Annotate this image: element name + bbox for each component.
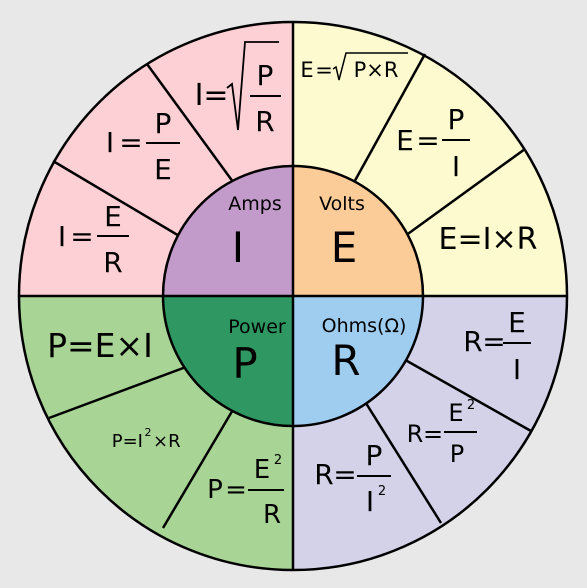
current-symbol: I <box>232 223 244 272</box>
svg-text:2: 2 <box>467 398 475 413</box>
svg-text:R: R <box>407 420 424 448</box>
svg-text:2: 2 <box>274 453 282 468</box>
sqrt-sign-icon <box>226 41 279 131</box>
formula-resistance-e2-over-p: R = E 2 P <box>407 398 477 468</box>
svg-text:P: P <box>257 59 274 92</box>
svg-text:R: R <box>263 500 281 530</box>
formula-voltage-i-times-r: E=I×R <box>439 222 538 257</box>
resistance-name: Ohms(Ω) <box>322 315 407 337</box>
svg-text:P×R: P×R <box>354 58 399 82</box>
svg-text:P: P <box>155 107 172 140</box>
svg-text:P=I: P=I <box>112 431 143 452</box>
svg-text:I: I <box>452 150 460 183</box>
voltage-symbol: E <box>331 223 358 272</box>
svg-text:R: R <box>255 105 274 138</box>
svg-text:E: E <box>300 58 313 82</box>
svg-text:R: R <box>314 458 333 491</box>
svg-text:=: = <box>119 126 142 159</box>
formula-resistance-p-over-i2: R = P I 2 <box>314 439 391 518</box>
formula-current-p-over-e: I = P E <box>106 107 180 186</box>
sector-dividers <box>48 53 532 529</box>
resistance-symbol: R <box>331 336 360 385</box>
svg-text:=: = <box>70 220 93 253</box>
svg-text:I: I <box>106 126 114 159</box>
svg-text:=: = <box>203 78 228 113</box>
svg-text:I: I <box>366 485 374 518</box>
formula-power-e-times-i: P=E×I <box>47 326 153 365</box>
power-inner-quadrant <box>163 296 293 426</box>
formula-voltage-sqrt: E = P×R <box>300 52 408 82</box>
svg-text:E: E <box>396 124 414 157</box>
svg-text:×R: ×R <box>153 431 181 452</box>
formula-voltage-p-over-i: E = P I <box>396 103 470 183</box>
voltage-name: Volts <box>319 193 365 215</box>
svg-text:2: 2 <box>145 426 152 439</box>
svg-text:=: = <box>482 325 505 358</box>
svg-text:P: P <box>448 103 465 136</box>
power-symbol: P <box>232 339 257 388</box>
svg-text:=: = <box>315 58 333 82</box>
svg-text:I: I <box>195 78 204 113</box>
formula-current-e-over-r: I = E R <box>58 200 129 279</box>
formula-current-sqrt: I = P R <box>195 41 281 138</box>
svg-text:R: R <box>103 246 122 279</box>
svg-text:=: = <box>423 420 443 448</box>
svg-text:E: E <box>448 399 463 427</box>
formula-resistance-e-over-i: R = E I <box>463 306 531 386</box>
wheel-outlines <box>17 20 569 572</box>
current-inner-quadrant <box>163 166 293 296</box>
formula-power-i2-times-r: P=I 2 ×R <box>112 426 181 452</box>
svg-text:2: 2 <box>378 484 386 499</box>
svg-text:=: = <box>416 124 439 157</box>
svg-text:I: I <box>513 353 521 386</box>
formula-power-e2-over-r: P = E 2 R <box>207 453 284 530</box>
current-name: Amps <box>228 193 281 215</box>
svg-text:=: = <box>333 458 356 491</box>
svg-text:E: E <box>104 200 122 233</box>
svg-text:P: P <box>450 440 464 468</box>
svg-text:P: P <box>207 475 223 505</box>
resistance-inner-quadrant <box>293 296 423 426</box>
sqrt-sign-icon <box>332 52 408 81</box>
svg-text:I: I <box>58 220 66 253</box>
svg-text:E: E <box>154 153 172 186</box>
svg-text:E: E <box>508 306 526 339</box>
svg-text:P: P <box>366 439 383 472</box>
voltage-inner-quadrant <box>293 166 423 296</box>
svg-text:E: E <box>254 455 270 485</box>
svg-text:R: R <box>463 325 482 358</box>
svg-text:=: = <box>225 475 247 505</box>
power-name: Power <box>228 316 286 338</box>
